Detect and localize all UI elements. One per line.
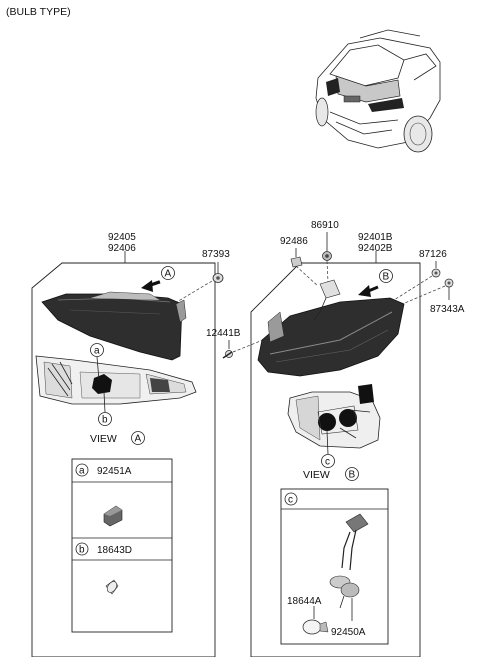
legend-c-socket-part: 92450A <box>331 627 366 638</box>
bolt-label: 12441B <box>206 328 241 339</box>
left-tail-lamp <box>41 291 187 361</box>
left-view-letter: A <box>165 269 172 280</box>
left-assembly: 92405 92406 87393 A <box>31 232 230 657</box>
callout-a: a <box>94 346 100 357</box>
view-b-arrow <box>358 285 379 297</box>
screw-icon <box>212 273 224 283</box>
left-view-label: VIEW <box>90 433 117 445</box>
left-lamp-back-view <box>35 355 197 405</box>
clip-icon <box>290 256 303 268</box>
bolt-icon <box>222 350 233 359</box>
center-bolt: 12441B <box>206 328 241 359</box>
right-view-label: VIEW <box>303 469 330 481</box>
legend-box-ab: a 92451A b 18643D <box>71 458 173 633</box>
right-view-ref: B <box>349 470 356 481</box>
legend-b-letter: b <box>79 545 85 556</box>
legend-a-part: 92451A <box>97 466 132 477</box>
legend-box-c: c 18644A 92450A <box>280 488 389 645</box>
left-part-no-1: 92405 <box>108 232 136 243</box>
right-part-no-1: 92401B <box>358 232 393 243</box>
legend-c-letter: c <box>288 495 293 506</box>
nut-label: 86910 <box>311 220 339 231</box>
legend-c-bulb-part: 18644A <box>287 596 322 607</box>
right-part-no-2: 92402B <box>358 243 393 254</box>
left-screw-label: 87393 <box>202 249 230 260</box>
screw-icon <box>444 278 454 288</box>
left-view-ref: A <box>135 434 142 445</box>
car-rear-illustration <box>315 29 441 153</box>
legend-b-part: 18643D <box>97 545 132 556</box>
right-view-letter: B <box>383 272 390 283</box>
view-a-arrow <box>141 280 161 292</box>
nut-icon <box>322 251 332 261</box>
socket-harness-icon <box>329 513 369 609</box>
bulb-icon <box>302 619 329 635</box>
left-part-no-2: 92406 <box>108 243 136 254</box>
callout-c: c <box>325 457 330 468</box>
right-lamp-back-view <box>287 384 381 449</box>
wedge-bulb-icon <box>105 579 119 595</box>
right-screw-2-label: 87343A <box>430 304 465 315</box>
bulb-type-header: (BULB TYPE) <box>6 6 71 18</box>
right-screw-1-label: 87126 <box>419 249 447 260</box>
socket-a-icon <box>103 505 123 527</box>
right-assembly: 92401B 92402B 86910 92486 87126 87343A <box>232 220 465 657</box>
callout-b: b <box>102 415 108 426</box>
clip-label: 92486 <box>280 236 308 247</box>
legend-a-letter: a <box>79 466 85 477</box>
screw-icon <box>431 268 441 278</box>
right-tail-lamp <box>257 279 405 377</box>
